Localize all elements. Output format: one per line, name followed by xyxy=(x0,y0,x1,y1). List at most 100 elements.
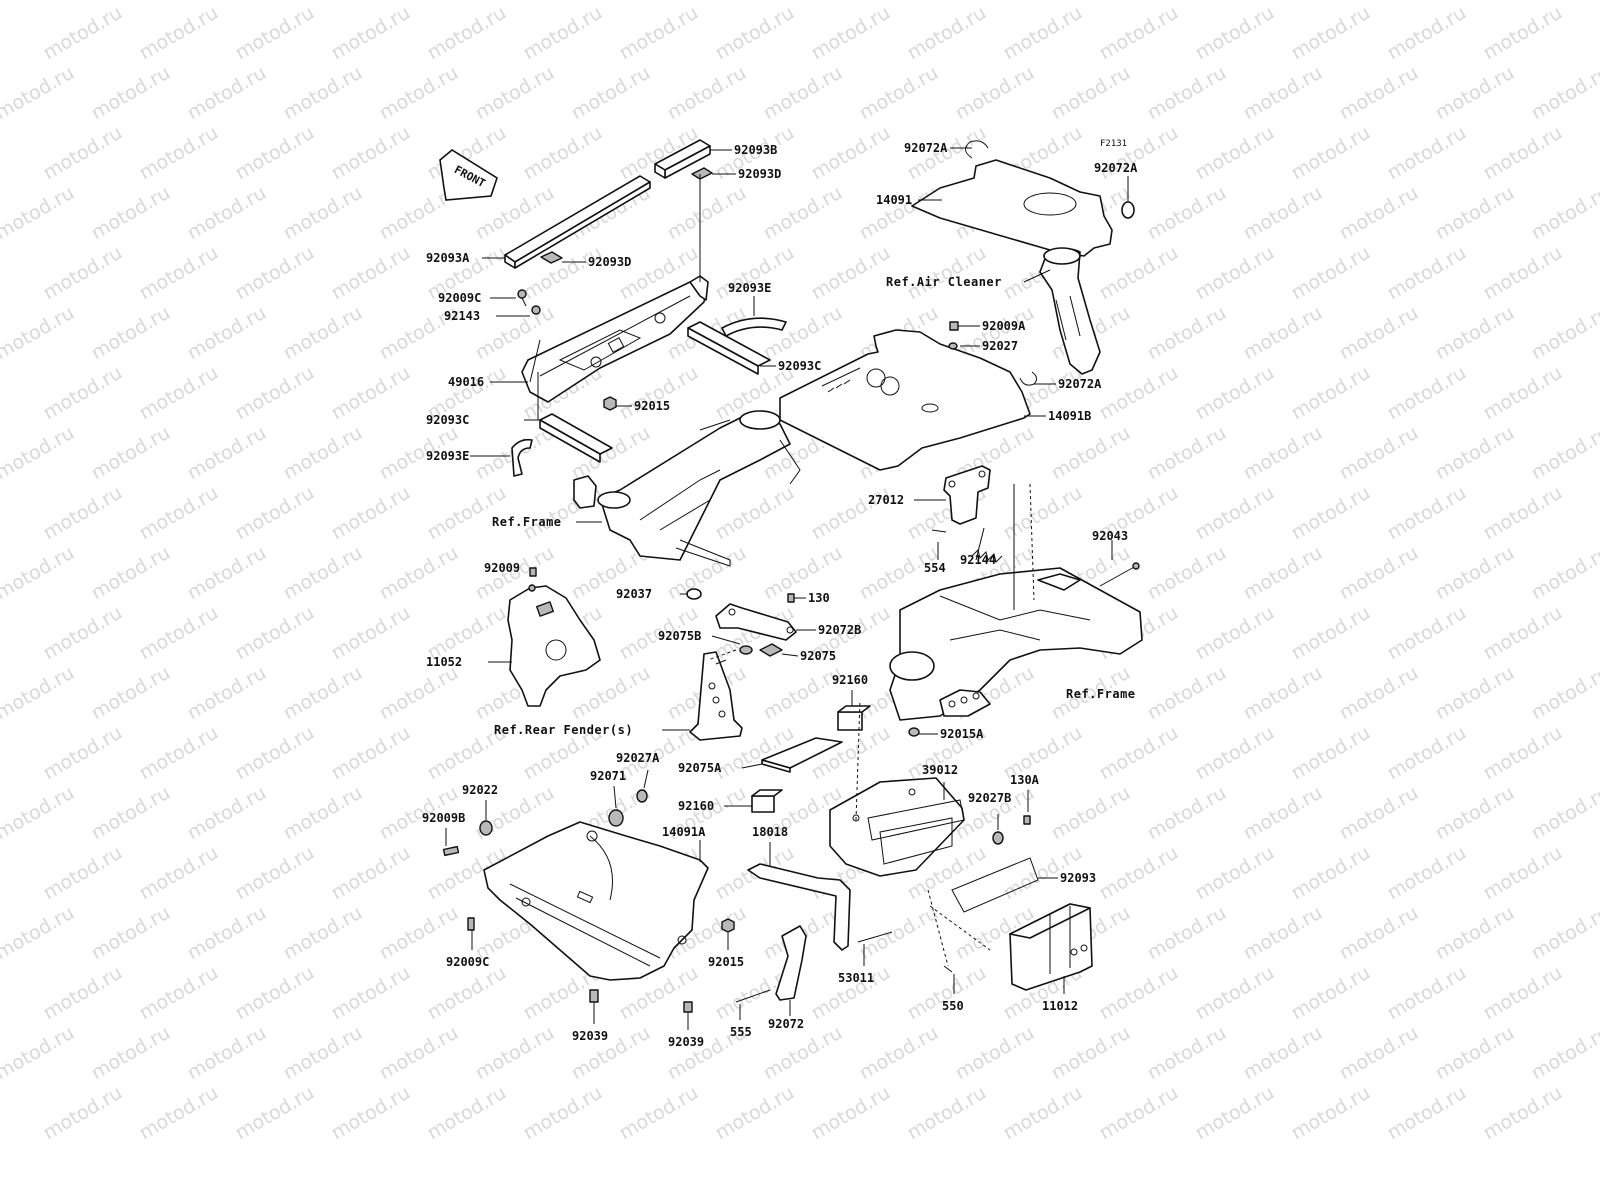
watermark-text: motod.ru xyxy=(328,1082,414,1145)
ref-air-cleaner: Ref.Air Cleaner xyxy=(886,275,1002,289)
watermark-text: motod.ru xyxy=(1240,782,1326,845)
label-92093E-left: 92093E xyxy=(426,449,469,463)
watermark-text: motod.ru xyxy=(1480,362,1566,425)
label-92009C-bottom: 92009C xyxy=(446,955,489,969)
collar-92071 xyxy=(608,809,624,827)
label-92075: 92075 xyxy=(800,649,836,663)
washer-92027 xyxy=(948,342,958,350)
watermark-text: motod.ru xyxy=(136,962,222,1025)
cover-14091B xyxy=(779,329,1031,471)
watermark-text: motod.ru xyxy=(808,482,894,545)
ref-rear-fender: Ref.Rear Fender(s) xyxy=(494,723,633,737)
damper-rubber-92093C-right xyxy=(687,321,771,375)
pad-92160-mid xyxy=(751,789,783,813)
watermark-text: motod.ru xyxy=(1528,182,1600,245)
damper-rubber-92093B xyxy=(654,139,711,179)
pad-92075A xyxy=(761,737,843,773)
label-92015-top: 92015 xyxy=(634,399,670,413)
watermark-text: motod.ru xyxy=(1384,482,1470,545)
watermark-text: motod.ru xyxy=(424,962,510,1025)
label-554: 554 xyxy=(924,561,946,575)
label-53011: 53011 xyxy=(838,971,874,985)
label-92009: 92009 xyxy=(484,561,520,575)
main-frame-right xyxy=(889,567,1143,721)
label-92160-mid: 92160 xyxy=(678,799,714,813)
washer-92143 xyxy=(531,305,541,315)
watermark-text: motod.ru xyxy=(1096,362,1182,425)
nut-92015-bottom xyxy=(721,918,735,933)
watermark-text: motod.ru xyxy=(1336,662,1422,725)
watermark-text: motod.ru xyxy=(520,1082,606,1145)
watermark-text: motod.ru xyxy=(1048,1022,1134,1085)
watermark-text: motod.ru xyxy=(0,1022,78,1085)
watermark-text: motod.ru xyxy=(1480,842,1566,905)
label-92072A-top: 92072A xyxy=(904,141,948,155)
watermark-text: motod.ru xyxy=(232,242,318,305)
watermark-text: motod.ru xyxy=(40,362,126,425)
battery-case-39012 xyxy=(829,777,965,877)
watermark-text: motod.ru xyxy=(136,842,222,905)
label-14091: 14091 xyxy=(876,193,912,207)
label-92071: 92071 xyxy=(590,769,626,783)
watermark-text: motod.ru xyxy=(0,782,78,845)
watermark-text: motod.ru xyxy=(232,122,318,185)
watermark-text: motod.ru xyxy=(136,722,222,785)
watermark-text: motod.ru xyxy=(184,182,270,245)
watermark-text: motod.ru xyxy=(40,122,126,185)
label-14091A: 14091A xyxy=(662,825,706,839)
watermark-text: motod.ru xyxy=(1288,242,1374,305)
watermark-text: motod.ru xyxy=(1240,182,1326,245)
watermark-text: motod.ru xyxy=(232,482,318,545)
label-92093: 92093 xyxy=(1060,871,1096,885)
watermark-text: motod.ru xyxy=(328,122,414,185)
label-11052: 11052 xyxy=(426,655,462,669)
clamp-92072A-top xyxy=(965,140,989,159)
watermark-text: motod.ru xyxy=(88,302,174,365)
label-92027B: 92027B xyxy=(968,791,1011,805)
watermark-text: motod.ru xyxy=(184,902,270,965)
label-92039-left: 92039 xyxy=(572,1029,608,1043)
watermark-text: motod.ru xyxy=(1000,482,1086,545)
strap-92072 xyxy=(775,925,807,1001)
main-frame-left xyxy=(573,410,801,567)
watermark-text: motod.ru xyxy=(1384,842,1470,905)
watermark-text: motod.ru xyxy=(904,1082,990,1145)
watermark-text: motod.ru xyxy=(328,722,414,785)
watermark-text: motod.ru xyxy=(1432,182,1518,245)
watermark-text: motod.ru xyxy=(1336,1022,1422,1085)
watermark-text: motod.ru xyxy=(1384,2,1470,65)
watermark-text: motod.ru xyxy=(1144,302,1230,365)
watermark-text: motod.ru xyxy=(136,1082,222,1145)
air-cleaner-duct xyxy=(1039,247,1101,375)
watermark-text: motod.ru xyxy=(472,62,558,125)
label-92043: 92043 xyxy=(1092,529,1128,543)
watermark-text: motod.ru xyxy=(1528,662,1600,725)
watermark-text: motod.ru xyxy=(568,62,654,125)
watermark-text: motod.ru xyxy=(856,902,942,965)
watermark-text: motod.ru xyxy=(1288,842,1374,905)
pin-53011 xyxy=(857,931,893,943)
watermark-text: motod.ru xyxy=(1480,122,1566,185)
watermark-text: motod.ru xyxy=(1000,2,1086,65)
watermark-text: motod.ru xyxy=(1432,302,1518,365)
watermark-text: motod.ru xyxy=(904,962,990,1025)
watermark-text: motod.ru xyxy=(1192,242,1278,305)
damper-rubber-long-top xyxy=(504,175,651,269)
label-92093D-mid: 92093D xyxy=(588,255,631,269)
watermark-text: motod.ru xyxy=(664,62,750,125)
watermark-text: motod.ru xyxy=(232,962,318,1025)
watermark-text: motod.ru xyxy=(808,1082,894,1145)
watermark-text: motod.ru xyxy=(1288,722,1374,785)
label-11012: 11012 xyxy=(1042,999,1078,1013)
label-92072A-mid: 92072A xyxy=(1058,377,1102,391)
watermark-text: motod.ru xyxy=(1288,2,1374,65)
watermark-text: motod.ru xyxy=(88,902,174,965)
watermark-text: motod.ru xyxy=(1144,182,1230,245)
watermark-text: motod.ru xyxy=(904,2,990,65)
watermark-text: motod.ru xyxy=(88,542,174,605)
label-92009C-top: 92009C xyxy=(438,291,481,305)
watermark-text: motod.ru xyxy=(1048,422,1134,485)
washer-92075B xyxy=(739,645,753,655)
label-92093B: 92093B xyxy=(734,143,777,157)
